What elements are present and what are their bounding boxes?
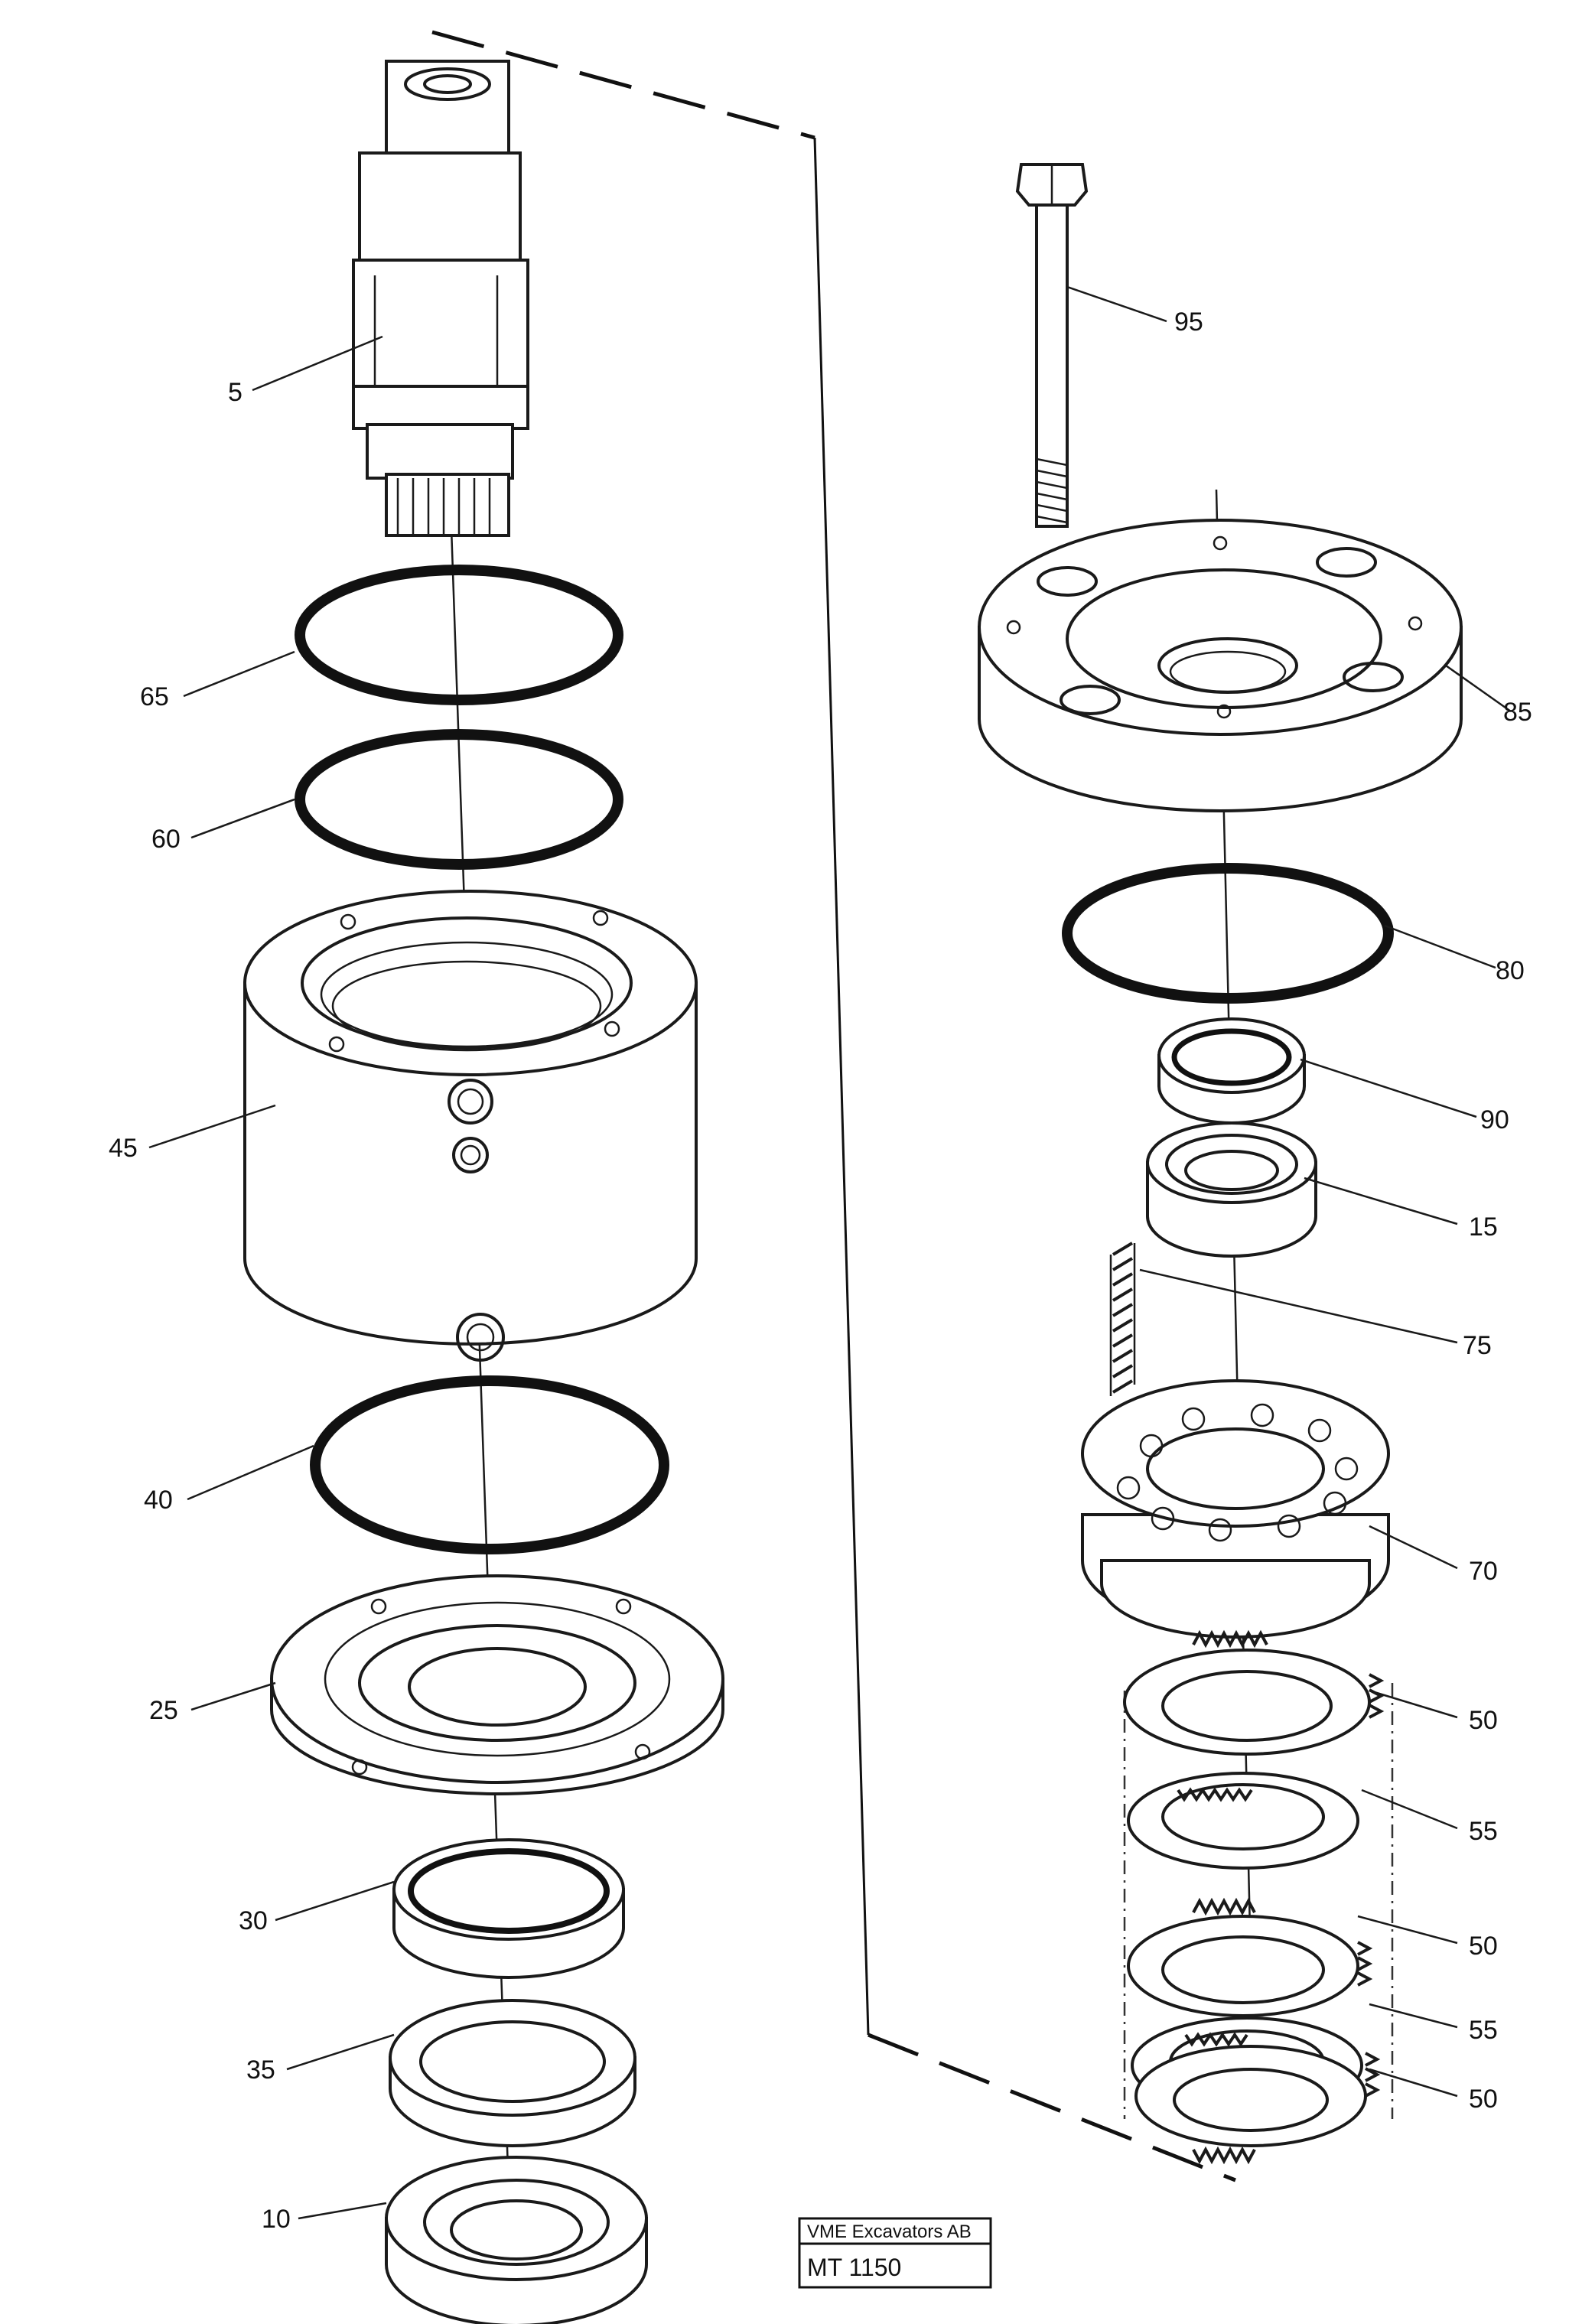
disc-pack-outline xyxy=(1123,1683,1394,2119)
part-85-cover xyxy=(978,519,1463,812)
part-55-disc-a xyxy=(1127,1772,1359,1870)
title-block: VME Excavators AB MT 1150 xyxy=(798,2217,992,2289)
part-70-piston xyxy=(1081,1379,1390,1639)
callout-55-a: 55 xyxy=(1469,1817,1498,1846)
callout-5: 5 xyxy=(228,378,243,407)
callout-10: 10 xyxy=(262,2205,291,2234)
part-50-disc-b xyxy=(1127,1897,1373,2017)
callout-25: 25 xyxy=(149,1696,178,1725)
callout-50-b: 50 xyxy=(1469,1932,1498,1961)
callout-50-c: 50 xyxy=(1469,2085,1498,2114)
callout-45: 45 xyxy=(109,1134,138,1163)
callout-95: 95 xyxy=(1174,308,1203,337)
part-75-spring xyxy=(1109,1242,1136,1396)
part-50-disc-c xyxy=(1134,2045,1381,2165)
title-block-company: VME Excavators AB xyxy=(807,2221,972,2242)
callout-30: 30 xyxy=(239,1906,268,1935)
leader-lines xyxy=(148,285,1512,2220)
part-50-disc-a xyxy=(1123,1629,1385,1756)
part-95-bolt xyxy=(1015,163,1089,528)
part-90-seal xyxy=(1157,1017,1306,1125)
callout-75: 75 xyxy=(1463,1331,1492,1360)
part-80-o-ring xyxy=(1062,863,1394,1004)
part-10-bearing xyxy=(385,2156,648,2324)
callout-65: 65 xyxy=(140,682,169,711)
part-30-seal xyxy=(392,1838,625,1979)
part-5-shaft xyxy=(352,60,529,537)
callout-70: 70 xyxy=(1469,1557,1498,1586)
callout-55-b: 55 xyxy=(1469,2016,1498,2045)
part-45-housing xyxy=(243,890,698,1362)
part-25-flange xyxy=(270,1574,724,1795)
callout-60: 60 xyxy=(151,825,181,854)
part-60-o-ring xyxy=(295,729,623,870)
callout-40: 40 xyxy=(144,1486,173,1515)
dashed-connector xyxy=(431,30,1236,2182)
part-40-o-ring xyxy=(310,1375,669,1554)
callout-50-a: 50 xyxy=(1469,1706,1498,1735)
title-block-drawing-number: MT 1150 xyxy=(807,2254,901,2281)
callout-80: 80 xyxy=(1496,956,1525,985)
callout-90: 90 xyxy=(1480,1105,1509,1134)
callout-85: 85 xyxy=(1503,698,1532,727)
part-15-bearing xyxy=(1146,1121,1317,1258)
callout-15: 15 xyxy=(1469,1212,1498,1242)
part-35-washer xyxy=(389,1999,636,2147)
callout-35: 35 xyxy=(246,2055,275,2085)
part-65-o-ring xyxy=(295,565,623,705)
